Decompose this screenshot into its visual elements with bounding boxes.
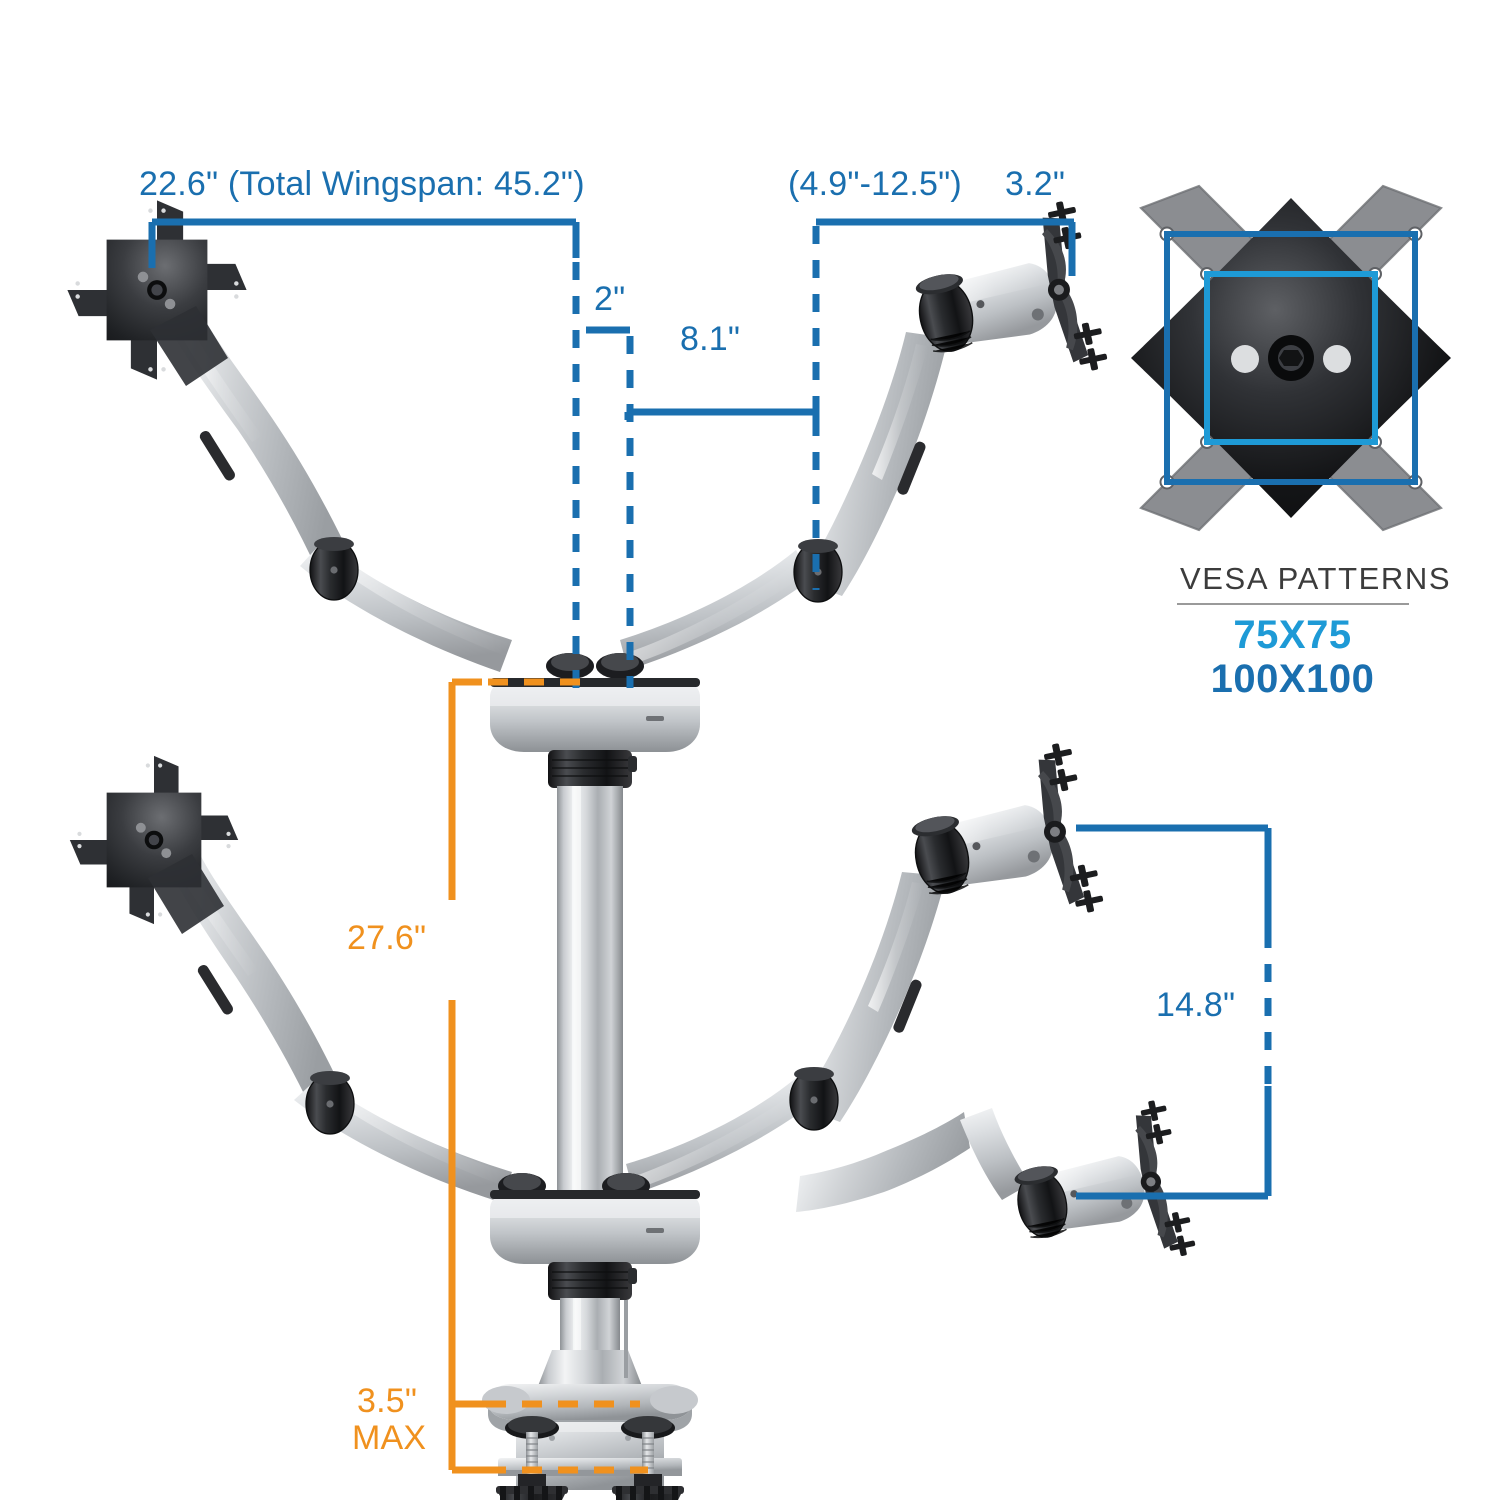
monitor-head-icon xyxy=(907,793,1061,899)
monitor-head-icon xyxy=(911,251,1065,357)
dimension-3-5-max xyxy=(448,1400,486,1474)
dimension-label-arm-reach: 8.1" xyxy=(680,320,741,358)
dimension-label-clamp-thickness-note: MAX xyxy=(352,1419,427,1457)
pole-icon xyxy=(557,786,623,1206)
lower-right-upper-arm xyxy=(602,740,1106,1199)
vesa-divider xyxy=(1177,603,1409,605)
vesa-100x100-outline xyxy=(1164,231,1418,485)
center-hub-icon xyxy=(490,1190,700,1300)
dimension-label-riser-offset: 2" xyxy=(594,280,626,318)
dimension-8-1 xyxy=(624,408,820,420)
dimension-label-max-height: 27.6" xyxy=(347,919,427,957)
vesa-pattern-75x75: 75X75 xyxy=(1233,613,1352,657)
vesa-pattern-100x100: 100X100 xyxy=(1210,657,1375,701)
dimension-label-head-depth-range: (4.9"-12.5") xyxy=(788,165,962,203)
dimension-22-6 xyxy=(148,218,580,258)
upper-right-arm xyxy=(596,198,1110,679)
vesa-patterns-title: VESA PATTERNS xyxy=(1180,561,1452,596)
dimension-label-vertical-travel: 14.8" xyxy=(1156,986,1236,1024)
dimension-label-wingspan: 22.6" (Total Wingspan: 45.2") xyxy=(139,165,585,203)
dimension-lines xyxy=(148,218,1272,1474)
upper-left-arm xyxy=(54,187,594,679)
vesa-75x75-outline xyxy=(1204,271,1378,445)
desk-clamp-icon xyxy=(482,1384,698,1500)
dimension-reach-range xyxy=(816,218,1076,258)
lower-left-arm xyxy=(57,743,546,1202)
dimension-label-head-tilt-depth: 3.2" xyxy=(1005,165,1066,203)
lower-right-lower-arm xyxy=(796,1098,1198,1262)
dimension-label-clamp-thickness: 3.5" xyxy=(357,1382,418,1420)
upper-assembly xyxy=(54,187,1110,788)
vesa-pattern-illustration xyxy=(1131,184,1451,532)
dimension-14-8 xyxy=(1076,824,1272,1200)
pole-icon xyxy=(538,1298,642,1386)
lower-assembly xyxy=(57,740,1198,1500)
center-hub-icon xyxy=(490,678,700,788)
